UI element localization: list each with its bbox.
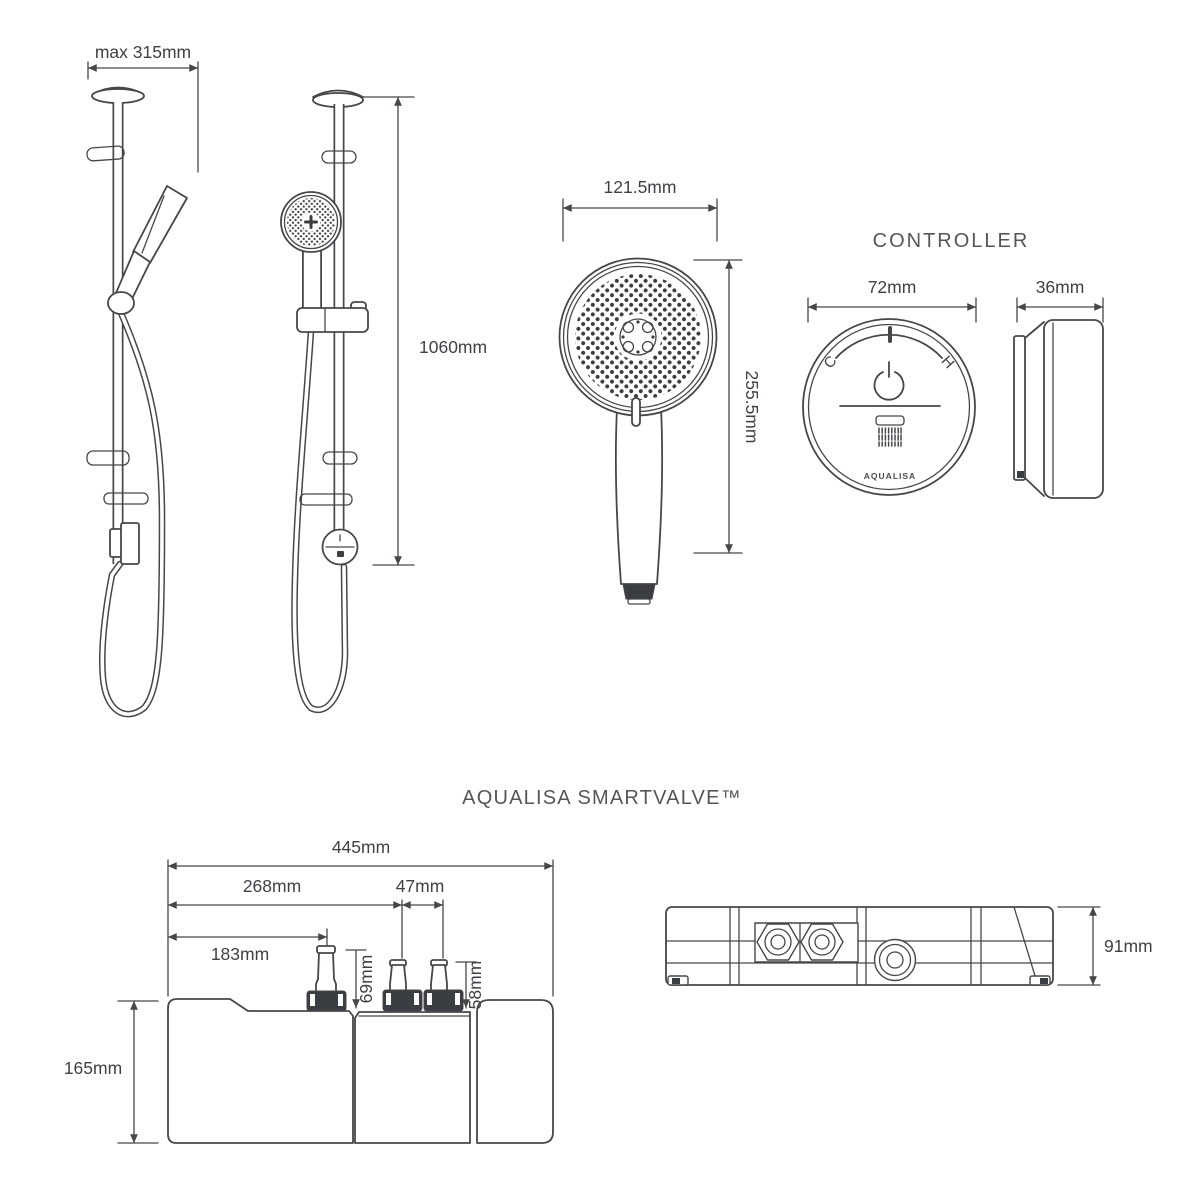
handset-slider-bracket [296, 307, 369, 333]
valve-inlet-offset-label: 268mm [243, 876, 301, 896]
valve-outlet-offset-label: 183mm [211, 944, 269, 964]
dimension-inlet-spigot-height: 58mm [455, 961, 485, 1010]
handset-width-label: 121.5mm [604, 177, 677, 197]
rail-bracket-upper [86, 145, 125, 162]
valve-width-label: 445mm [332, 837, 390, 857]
shower-rail-side-view [86, 86, 188, 718]
dimension-valve-width: 445mm [167, 837, 554, 997]
controller-section: CONTROLLER 72mm C H AQUALISA 36mm [802, 230, 1104, 499]
handset-head-side [132, 185, 188, 264]
valve-inlet-spigot-2 [423, 959, 464, 1012]
dimension-rail-height: 1060mm [361, 96, 487, 566]
handset-inlet-nut [622, 583, 656, 600]
dimension-rail-max-projection: max 315mm [87, 42, 199, 173]
smartvalve-front-view: 445mm 268mm 47mm 183mm 69mm 5 [64, 837, 554, 1144]
outlet-port [873, 938, 917, 982]
handset-spray-face [558, 257, 718, 417]
valve-body-middle [354, 1011, 471, 1144]
dimension-valve-outlet-offset: 183mm [167, 928, 328, 964]
rail-max-projection-label: max 315mm [95, 42, 191, 62]
controller-diameter-label: 72mm [868, 277, 917, 297]
handset-handle [614, 407, 664, 585]
rail-height-label: 1060mm [419, 337, 487, 357]
controller-brand-label: AQUALISA [864, 471, 916, 481]
smartvalve-top-view: 91mm [665, 906, 1153, 986]
handset-detail-view: 121.5mm 255.5mm [558, 177, 762, 605]
rail-bracket-lower [86, 450, 130, 466]
rail-ring-lower [322, 451, 358, 465]
valve-body-left [167, 998, 354, 1144]
plus-icon [304, 215, 318, 229]
valve-height-label: 165mm [64, 1058, 122, 1078]
dimension-outlet-spigot-height: 69mm [345, 949, 376, 1009]
outlet-spigot-height-label: 69mm [356, 955, 376, 1004]
valve-inlet-spacing-label: 47mm [396, 876, 445, 896]
inlet-connector-nut-2 [800, 923, 844, 961]
shower-head-icon [875, 415, 905, 447]
valve-outlet-spigot [306, 945, 347, 1012]
handset-pivot-ball [107, 291, 135, 315]
handset-height-label: 255.5mm [742, 371, 762, 444]
dimension-valve-height: 165mm [64, 1000, 159, 1144]
dimension-valve-inlet-offset: 268mm [167, 876, 403, 959]
handset-head-front [280, 191, 342, 253]
valve-body-right [476, 999, 554, 1144]
shower-rail-front-view [280, 89, 369, 713]
smartvalve-title: AQUALISA SMARTVALVE™ [462, 787, 742, 809]
hose-outlet-dial [321, 528, 359, 566]
controller-depth-label: 36mm [1036, 277, 1085, 297]
rail-end-stop [103, 492, 149, 505]
inlet-spigot-height-label: 58mm [465, 961, 485, 1010]
valve-depth-label: 91mm [1104, 936, 1153, 956]
controller-side-view [1013, 319, 1104, 499]
dimension-valve-depth: 91mm [1057, 906, 1153, 986]
dimension-valve-inlet-spacing: 47mm [396, 876, 445, 959]
rail-ring-upper [321, 150, 357, 164]
controller-front-view: C H AQUALISA [802, 318, 976, 496]
inlet-connector-nut-1 [756, 923, 800, 961]
power-icon [873, 361, 905, 401]
controller-title: CONTROLLER [873, 230, 1030, 252]
shower-hose-side [98, 309, 166, 718]
rail-end-stop-front [299, 493, 353, 506]
spray-mode-toggle [631, 397, 641, 427]
valve-inlet-spigot-1 [382, 959, 423, 1012]
